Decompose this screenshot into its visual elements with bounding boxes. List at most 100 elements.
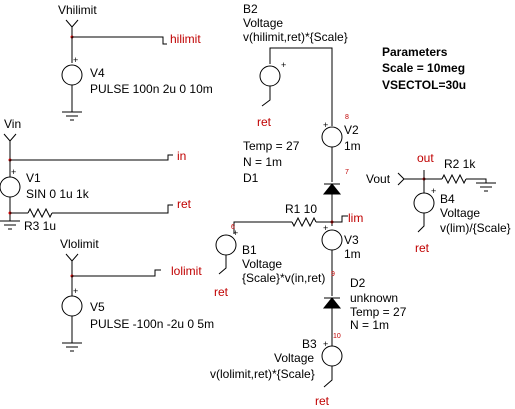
voltage-source-v1 <box>0 176 21 198</box>
b1-expression: {Scale}*v(in,ret) <box>242 271 325 285</box>
v4-value: PULSE 100n 2u 0 10m <box>90 82 213 96</box>
ground-symbol <box>0 220 20 230</box>
pin-arrow-vlolimit <box>65 253 79 276</box>
d2-temp: Temp = 27 <box>350 305 407 319</box>
v3-value: 1m <box>344 247 361 261</box>
parameters-block: Parameters Scale = 10meg VSECTOL=30u <box>382 45 466 92</box>
wire <box>233 221 292 234</box>
vout-section: Vout out R2 1k + B4 Voltage v(lim)/{Scal… <box>366 151 511 255</box>
parameters-heading: Parameters <box>382 45 448 59</box>
b1-type: Voltage <box>242 257 282 271</box>
wire <box>10 154 173 161</box>
plus-sign: + <box>233 228 238 238</box>
pin-label-vout: Vout <box>366 172 391 186</box>
pin-arrow-vout <box>397 172 424 186</box>
node-number-9: 9 <box>331 271 335 278</box>
ground-symbol <box>62 111 82 121</box>
voltage-source-b4 <box>413 192 435 214</box>
net-label-out: out <box>417 151 434 165</box>
pin-label-vhilimit: Vhilimit <box>58 3 97 17</box>
wire <box>218 255 227 275</box>
b1-name: B1 <box>242 243 257 257</box>
voltage-source-v3 <box>321 229 343 251</box>
b3-expression: v(lolimit,ret)*{Scale} <box>210 367 315 381</box>
voltage-source-v4 <box>61 64 83 86</box>
wire <box>417 213 425 233</box>
node-number-8: 8 <box>345 114 349 121</box>
ground-symbol <box>476 182 496 192</box>
wire <box>323 366 333 388</box>
b4-type: Voltage <box>440 206 480 220</box>
center-column: 8 + V2 1m 7 Temp = 27 N = 1m D1 R1 10 6 … <box>210 114 407 408</box>
v4-name: V4 <box>90 66 105 80</box>
b4-expression: v(lim)/{Scale} <box>440 221 511 235</box>
b2-type: Voltage <box>243 16 283 30</box>
net-label-ret-b1: ret <box>214 285 229 299</box>
plus-sign: + <box>323 223 328 233</box>
voltage-source-v2 <box>321 126 343 148</box>
plus-sign: + <box>323 339 328 349</box>
net-label-ret-v1: ret <box>177 197 192 211</box>
d1-name: D1 <box>243 171 259 185</box>
v2-value: 1m <box>344 139 361 153</box>
pin-arrow-vin <box>3 133 17 160</box>
resistor-r3 <box>27 207 53 219</box>
b3-name: B3 <box>302 337 317 351</box>
net-label-ret-bottom: ret <box>315 394 330 408</box>
d2-name: D2 <box>350 276 366 290</box>
d1-temp: Temp = 27 <box>243 139 300 153</box>
v1-section: Vin in + V1 SIN 0 1u 1k ret R3 1u <box>0 117 192 233</box>
wire <box>261 86 271 107</box>
net-label-lolimit: lolimit <box>171 264 202 278</box>
wire <box>52 204 173 214</box>
d1-n: N = 1m <box>243 155 282 169</box>
voltage-source-b3 <box>321 345 343 367</box>
node-number-7: 7 <box>345 169 349 176</box>
net-label-ret-b4: ret <box>415 241 430 255</box>
voltage-source-b2 <box>259 65 281 87</box>
v2-name: V2 <box>344 123 359 137</box>
parameter-scale: Scale = 10meg <box>382 61 465 75</box>
resistor-r2 <box>441 173 467 185</box>
wire <box>72 269 161 277</box>
r3-name: R3 1u <box>24 219 56 233</box>
plus-sign: + <box>431 186 436 196</box>
plus-sign: + <box>73 286 78 296</box>
b4-name: B4 <box>440 192 455 206</box>
v3-name: V3 <box>344 233 359 247</box>
voltage-source-b1 <box>215 234 237 256</box>
net-label-lim: lim <box>348 211 363 225</box>
net-label-hilimit: hilimit <box>170 32 201 46</box>
d2-model: unknown <box>350 291 398 305</box>
resistor-r1 <box>291 216 317 228</box>
r1-name: R1 10 <box>285 202 317 216</box>
d2-n: N = 1m <box>350 318 389 332</box>
v5-name: V5 <box>90 300 105 314</box>
plus-sign: + <box>73 55 78 65</box>
v1-value: SIN 0 1u 1k <box>26 187 90 201</box>
net-label-in: in <box>177 149 186 163</box>
v4-section: Vhilimit hilimit + V4 PULSE 100n 2u 0 10… <box>58 3 213 121</box>
r2-name: R2 1k <box>444 157 476 171</box>
net-label-ret-b2: ret <box>257 115 272 129</box>
diode-d1-triangle <box>322 183 342 195</box>
v5-section: Vlolimit lolimit + V5 PULSE -100n -2u 0 … <box>60 237 214 352</box>
diode-d2-triangle <box>322 297 342 309</box>
voltage-source-v5 <box>61 295 83 317</box>
wire <box>269 47 333 126</box>
v5-value: PULSE -100n -2u 0 5m <box>90 317 214 331</box>
node-number-10: 10 <box>333 333 341 340</box>
pin-label-vlolimit: Vlolimit <box>60 237 99 251</box>
b1-section: + B1 Voltage {Scale}*v(in,ret) ret <box>214 228 325 299</box>
ground-symbol <box>62 342 82 352</box>
b2-name: B2 <box>243 2 258 16</box>
b3-type: Voltage <box>274 351 314 365</box>
plus-sign: + <box>281 60 286 70</box>
pin-label-vin: Vin <box>4 117 21 131</box>
wire <box>332 215 348 223</box>
b2-section: B2 Voltage v(hilimit,ret)*{Scale} + ret <box>243 2 348 129</box>
v1-name: V1 <box>26 171 41 185</box>
plus-sign: + <box>11 167 16 177</box>
parameter-vsectol: VSECTOL=30u <box>382 78 466 92</box>
